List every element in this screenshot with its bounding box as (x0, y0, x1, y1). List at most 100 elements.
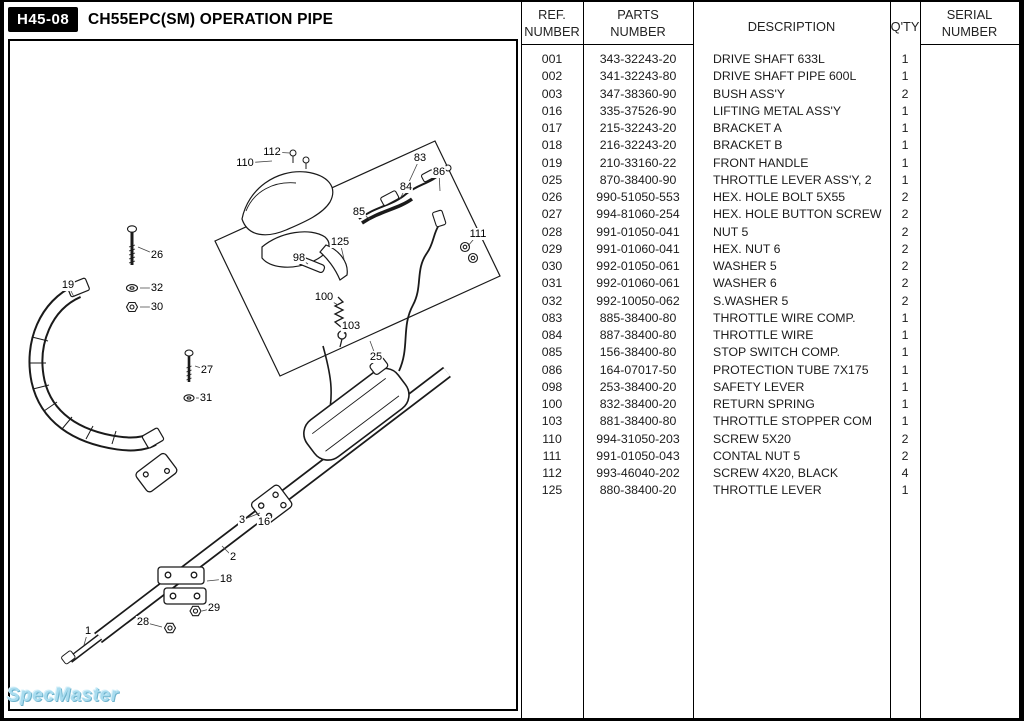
callout-83: 83 (412, 152, 428, 164)
cell-serial (920, 103, 1019, 120)
header-underline (584, 44, 693, 46)
cell-parts: 990-51050-553 (596, 190, 680, 204)
cell-serial (920, 344, 1019, 361)
cell-serial (920, 293, 1019, 310)
cell-desc: SAFETY LEVER (713, 379, 805, 394)
washer-nut-set (125, 284, 139, 313)
cell-qty: 1 (901, 345, 909, 360)
cell-qty: 1 (901, 52, 909, 66)
cell-qty: 2 (901, 207, 909, 222)
cell-serial (920, 482, 1019, 499)
callout-32: 32 (149, 282, 165, 294)
cell-qty: 1 (901, 69, 909, 84)
callout-3: 3 (237, 514, 247, 526)
page-code-badge: H45-08 (8, 7, 79, 32)
cell-parts: 992-01050-061 (596, 259, 680, 273)
callout-98: 98 (291, 252, 307, 264)
cell-serial (920, 275, 1019, 292)
cell-serial (920, 224, 1019, 241)
callout-29: 29 (206, 602, 222, 614)
cell-serial (920, 379, 1019, 396)
cell-serial (920, 241, 1019, 258)
cell-desc: DRIVE SHAFT PIPE 600L (713, 69, 857, 84)
cell-parts: 341-32243-80 (599, 69, 677, 84)
cell-parts: 994-31050-203 (596, 431, 680, 446)
cell-ref: 027 (541, 207, 563, 222)
cell-serial (920, 86, 1019, 103)
callout-85: 85 (351, 206, 367, 218)
callout-103: 103 (340, 320, 362, 332)
header-ref: REF. NUMBER (524, 7, 580, 39)
cell-qty: 1 (901, 483, 909, 498)
cell-qty: 1 (901, 138, 909, 153)
cell-desc: STOP SWITCH COMP. (713, 345, 841, 360)
callout-25: 25 (368, 351, 384, 363)
watermark: SpecMaster (7, 685, 119, 706)
cell-desc: THROTTLE WIRE (713, 328, 814, 342)
cell-serial (920, 120, 1019, 137)
cell-qty: 1 (901, 103, 909, 118)
header-parts: PARTS NUMBER (610, 7, 666, 39)
cell-parts: 991-01050-041 (596, 224, 680, 239)
cell-parts: 215-32243-20 (599, 121, 677, 135)
cell-ref: 110 (542, 431, 562, 446)
cell-ref: 003 (541, 86, 563, 101)
cell-qty: 1 (901, 362, 909, 377)
cell-qty: 1 (901, 328, 909, 342)
header-underline (522, 44, 583, 46)
cell-ref: 111 (542, 448, 562, 463)
hex-bolt (126, 225, 138, 265)
cell-desc: WASHER 6 (713, 276, 777, 291)
callout-31: 31 (198, 392, 214, 404)
callout-28: 28 (135, 616, 151, 628)
header-serial: SERIAL NUMBER (941, 7, 998, 39)
callout-111: 111 (468, 228, 488, 240)
leader-lines (67, 151, 479, 646)
cell-qty: 2 (901, 241, 909, 256)
cell-desc: PROTECTION TUBE 7X175 (713, 362, 869, 377)
cell-ref: 112 (542, 466, 562, 480)
cell-parts: 881-38400-80 (599, 414, 677, 429)
cell-qty: 2 (901, 259, 909, 273)
header-underline (921, 44, 1019, 46)
cell-ref: 025 (541, 172, 563, 187)
cell-parts: 880-38400-20 (599, 483, 677, 498)
parts-table: REF. NUMBER PARTS NUMBER DESCRIPTION Q'T… (521, 2, 1019, 718)
header-description: DESCRIPTION (747, 18, 836, 34)
cell-ref: 002 (541, 69, 563, 84)
callout-2: 2 (228, 551, 238, 563)
cell-serial (920, 189, 1019, 206)
callout-26: 26 (149, 249, 165, 261)
cell-ref: 028 (541, 224, 563, 239)
bracket-assembly (157, 566, 207, 605)
cell-desc: BRACKET A (713, 121, 782, 135)
cell-qty: 4 (901, 466, 909, 480)
cell-ref: 026 (541, 190, 563, 204)
cell-parts: 991-01050-043 (596, 448, 680, 463)
cell-desc: SCREW 4X20, BLACK (713, 466, 839, 480)
cell-desc: HEX. NUT 6 (713, 241, 781, 256)
cell-desc: THROTTLE LEVER (713, 483, 822, 498)
cell-ref: 016 (541, 103, 563, 118)
cell-serial (920, 155, 1019, 172)
cell-qty: 2 (901, 190, 909, 204)
cell-serial (920, 362, 1019, 379)
callout-27: 27 (199, 364, 215, 376)
button-screw (183, 349, 195, 402)
handle-mount-clamp (135, 452, 178, 493)
cell-desc: RETURN SPRING (713, 397, 815, 411)
throttle-housing (241, 171, 348, 281)
